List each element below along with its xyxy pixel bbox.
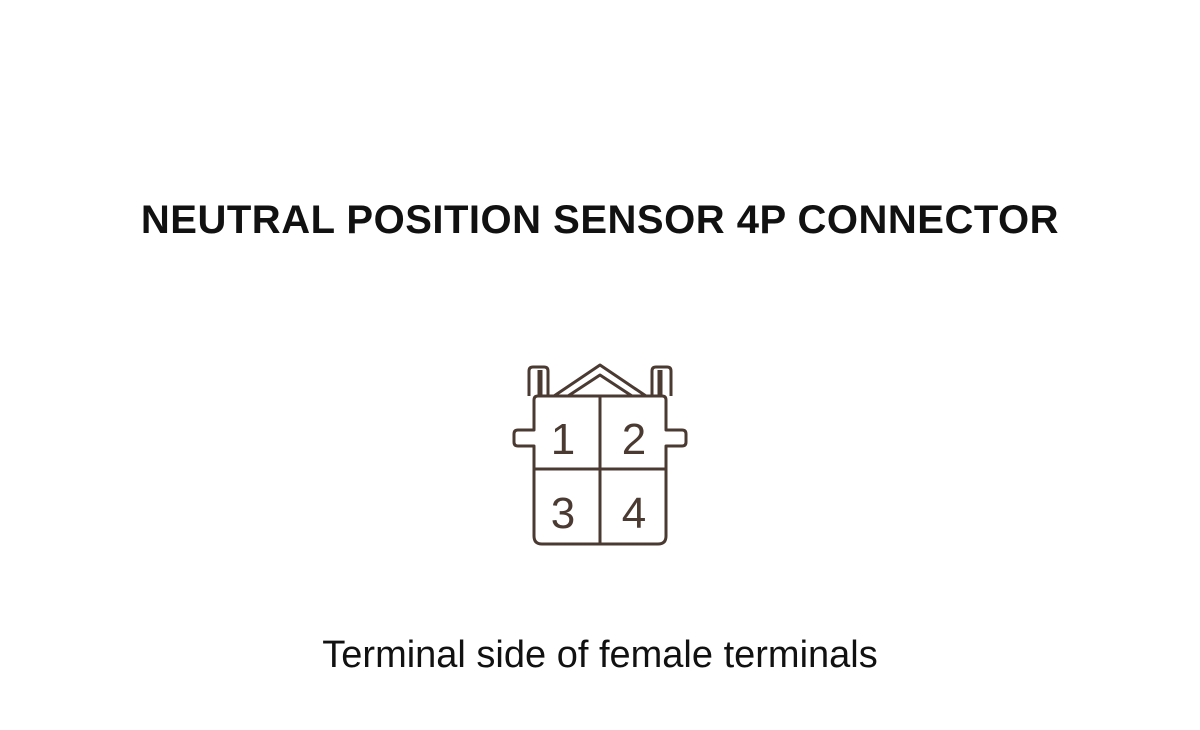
pin-3-label: 3 bbox=[551, 489, 575, 538]
pin-2-label: 2 bbox=[622, 415, 646, 464]
connector-body bbox=[512, 394, 688, 546]
pin-4-label: 4 bbox=[622, 489, 646, 538]
connector-4p-diagram: 1 2 3 4 bbox=[512, 363, 688, 546]
right-latch bbox=[650, 365, 673, 396]
left-latch bbox=[527, 365, 550, 396]
roof-inner bbox=[567, 373, 633, 398]
diagram-caption: Terminal side of female terminals bbox=[322, 634, 878, 676]
roof-outer bbox=[553, 363, 647, 398]
pin-1-label: 1 bbox=[551, 415, 575, 464]
diagram-title: NEUTRAL POSITION SENSOR 4P CONNECTOR bbox=[140, 198, 1060, 242]
